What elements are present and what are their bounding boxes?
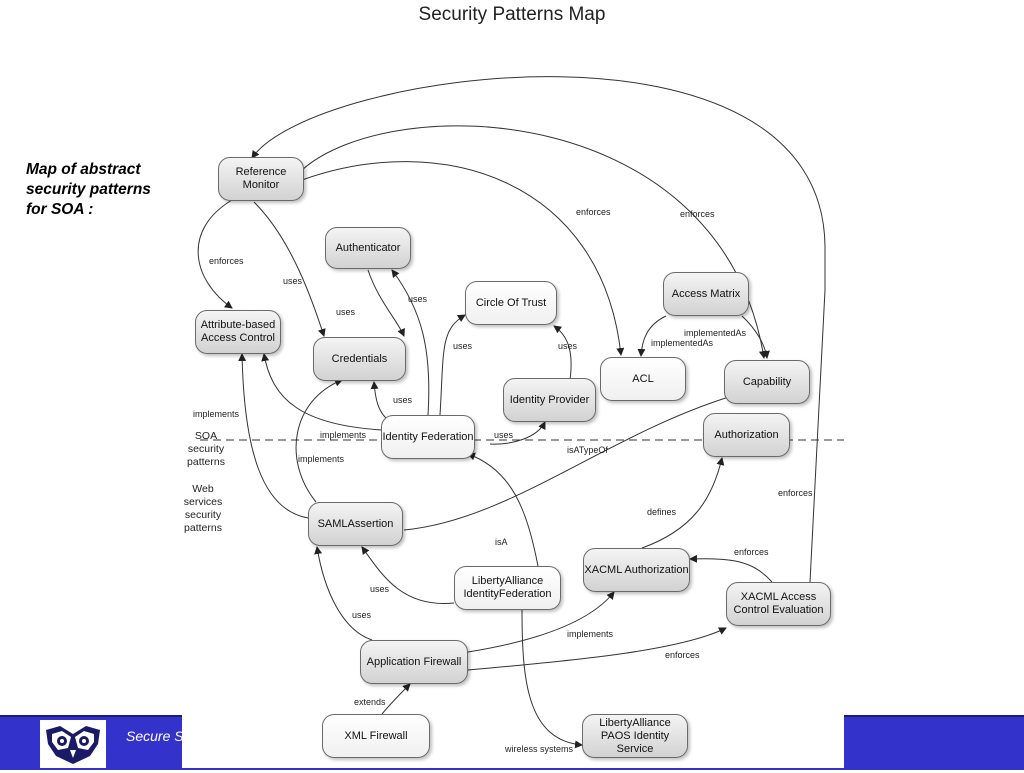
edge-label: implements: [567, 629, 614, 639]
edge-label: uses: [558, 341, 578, 351]
security-patterns-diagram: Reference Monitor Authenticator Attribut…: [182, 30, 844, 768]
edge-enforces-application-firewall-xacml-ace: [467, 627, 727, 671]
node-saml-assertion[interactable]: SAMLAssertion: [308, 502, 403, 546]
edge-label: enforces: [734, 547, 769, 557]
edge-label: uses: [494, 430, 514, 440]
node-xacml-authorization[interactable]: XACML Authorization: [583, 548, 690, 592]
edge-enforces-xacml-ace-xacml-authorization: [689, 554, 773, 583]
edge-wireless-systems-liberty-paos: [521, 609, 583, 749]
edge-label: enforces: [665, 650, 700, 660]
edge-label: uses: [393, 395, 413, 405]
node-circle-of-trust[interactable]: Circle Of Trust: [465, 281, 557, 325]
page-title: Security Patterns Map: [418, 4, 606, 25]
edge-implemented-as-access-matrix-acl: [637, 315, 667, 357]
edge-uses-identity-federation-circle: [439, 314, 466, 416]
edge-label: enforces: [576, 207, 611, 217]
edge-uses-authenticator-credentials: [367, 269, 405, 337]
edge-label: uses: [453, 341, 473, 351]
node-xacml-access-control-evaluation[interactable]: XACML Access Control Evaluation: [726, 582, 831, 626]
edge-uses-application-firewall-saml: [314, 546, 373, 641]
edge-implements-application-firewall-xacml: [467, 591, 615, 653]
node-access-matrix[interactable]: Access Matrix: [663, 272, 749, 316]
footer-text: Secure S: [126, 728, 184, 744]
node-authenticator[interactable]: Authenticator: [325, 227, 411, 269]
edge-label: implementedAs: [651, 338, 714, 348]
node-xml-firewall[interactable]: XML Firewall: [322, 714, 430, 758]
edge-uses-liberty-saml: [361, 546, 455, 604]
owl-logo-icon: [40, 720, 106, 768]
edge-label: uses: [352, 610, 372, 620]
node-acl[interactable]: ACL: [600, 357, 686, 401]
edge-label: uses: [283, 276, 303, 286]
edge-defines-xacml-authorization-authorization: [641, 457, 725, 549]
node-application-firewall[interactable]: Application Firewall: [360, 640, 468, 684]
edge-label: isATypeOf: [567, 445, 608, 455]
edge-uses-identity-provider-circle: [553, 325, 572, 381]
node-attribute-based-access-control[interactable]: Attribute-based Access Control: [195, 310, 281, 354]
edge-implements-saml-credentials: [295, 378, 343, 503]
edge-uses-reference-monitor-credentials: [253, 201, 326, 337]
edge-enforces-reference-monitor-abac: [197, 199, 233, 309]
layer-label-soa: SOA security patterns: [187, 430, 225, 468]
edge-label: implements: [298, 454, 345, 464]
edge-is-a-type-of-saml-capability: [403, 391, 743, 531]
edge-label: defines: [647, 507, 677, 517]
edge-label: implements: [193, 409, 240, 419]
node-liberty-alliance-identity-federation[interactable]: LibertyAlliance IdentityFederation: [454, 566, 561, 610]
edge-implements-saml-abac: [238, 353, 309, 519]
node-reference-monitor[interactable]: Reference Monitor: [218, 157, 304, 201]
edge-implemented-as-access-matrix-capability: [741, 315, 770, 359]
edge-label: wireless systems: [505, 744, 574, 754]
edge-label: uses: [336, 307, 356, 317]
edge-label: uses: [370, 584, 390, 594]
edge-label: enforces: [778, 488, 813, 498]
edge-enforces-reference-monitor-capability: [301, 125, 767, 359]
layer-label-web-services: Web services security patterns: [183, 483, 223, 534]
side-caption: Map of abstract security patterns for SO…: [26, 161, 151, 218]
edge-label: enforces: [209, 256, 244, 266]
node-capability[interactable]: Capability: [724, 360, 810, 404]
edge-enforces-reference-monitor-acl: [301, 161, 625, 356]
edge-implements-identity-federation-abac: [261, 353, 383, 431]
edge-label: uses: [408, 294, 428, 304]
node-liberty-alliance-paos-identity-service[interactable]: LibertyAlliance PAOS Identity Service: [582, 714, 688, 758]
edge-uses-identity-federation-identity-provider: [489, 421, 546, 445]
edge-label: implements: [320, 430, 367, 440]
edge-extends-xml-firewall-application-firewall: [381, 683, 411, 715]
node-identity-federation[interactable]: Identity Federation: [381, 415, 475, 459]
edge-is-a-liberty-identity-federation: [467, 452, 539, 567]
edge-label: enforces: [680, 209, 715, 219]
edge-uses-identity-federation-authenticator: [391, 269, 430, 416]
edge-label: implementedAs: [684, 328, 747, 338]
edge-label: isA: [495, 537, 508, 547]
node-identity-provider[interactable]: Identity Provider: [503, 378, 596, 422]
edge-label: extends: [354, 697, 386, 707]
node-credentials[interactable]: Credentials: [313, 337, 406, 381]
node-authorization[interactable]: Authorization: [703, 413, 790, 457]
